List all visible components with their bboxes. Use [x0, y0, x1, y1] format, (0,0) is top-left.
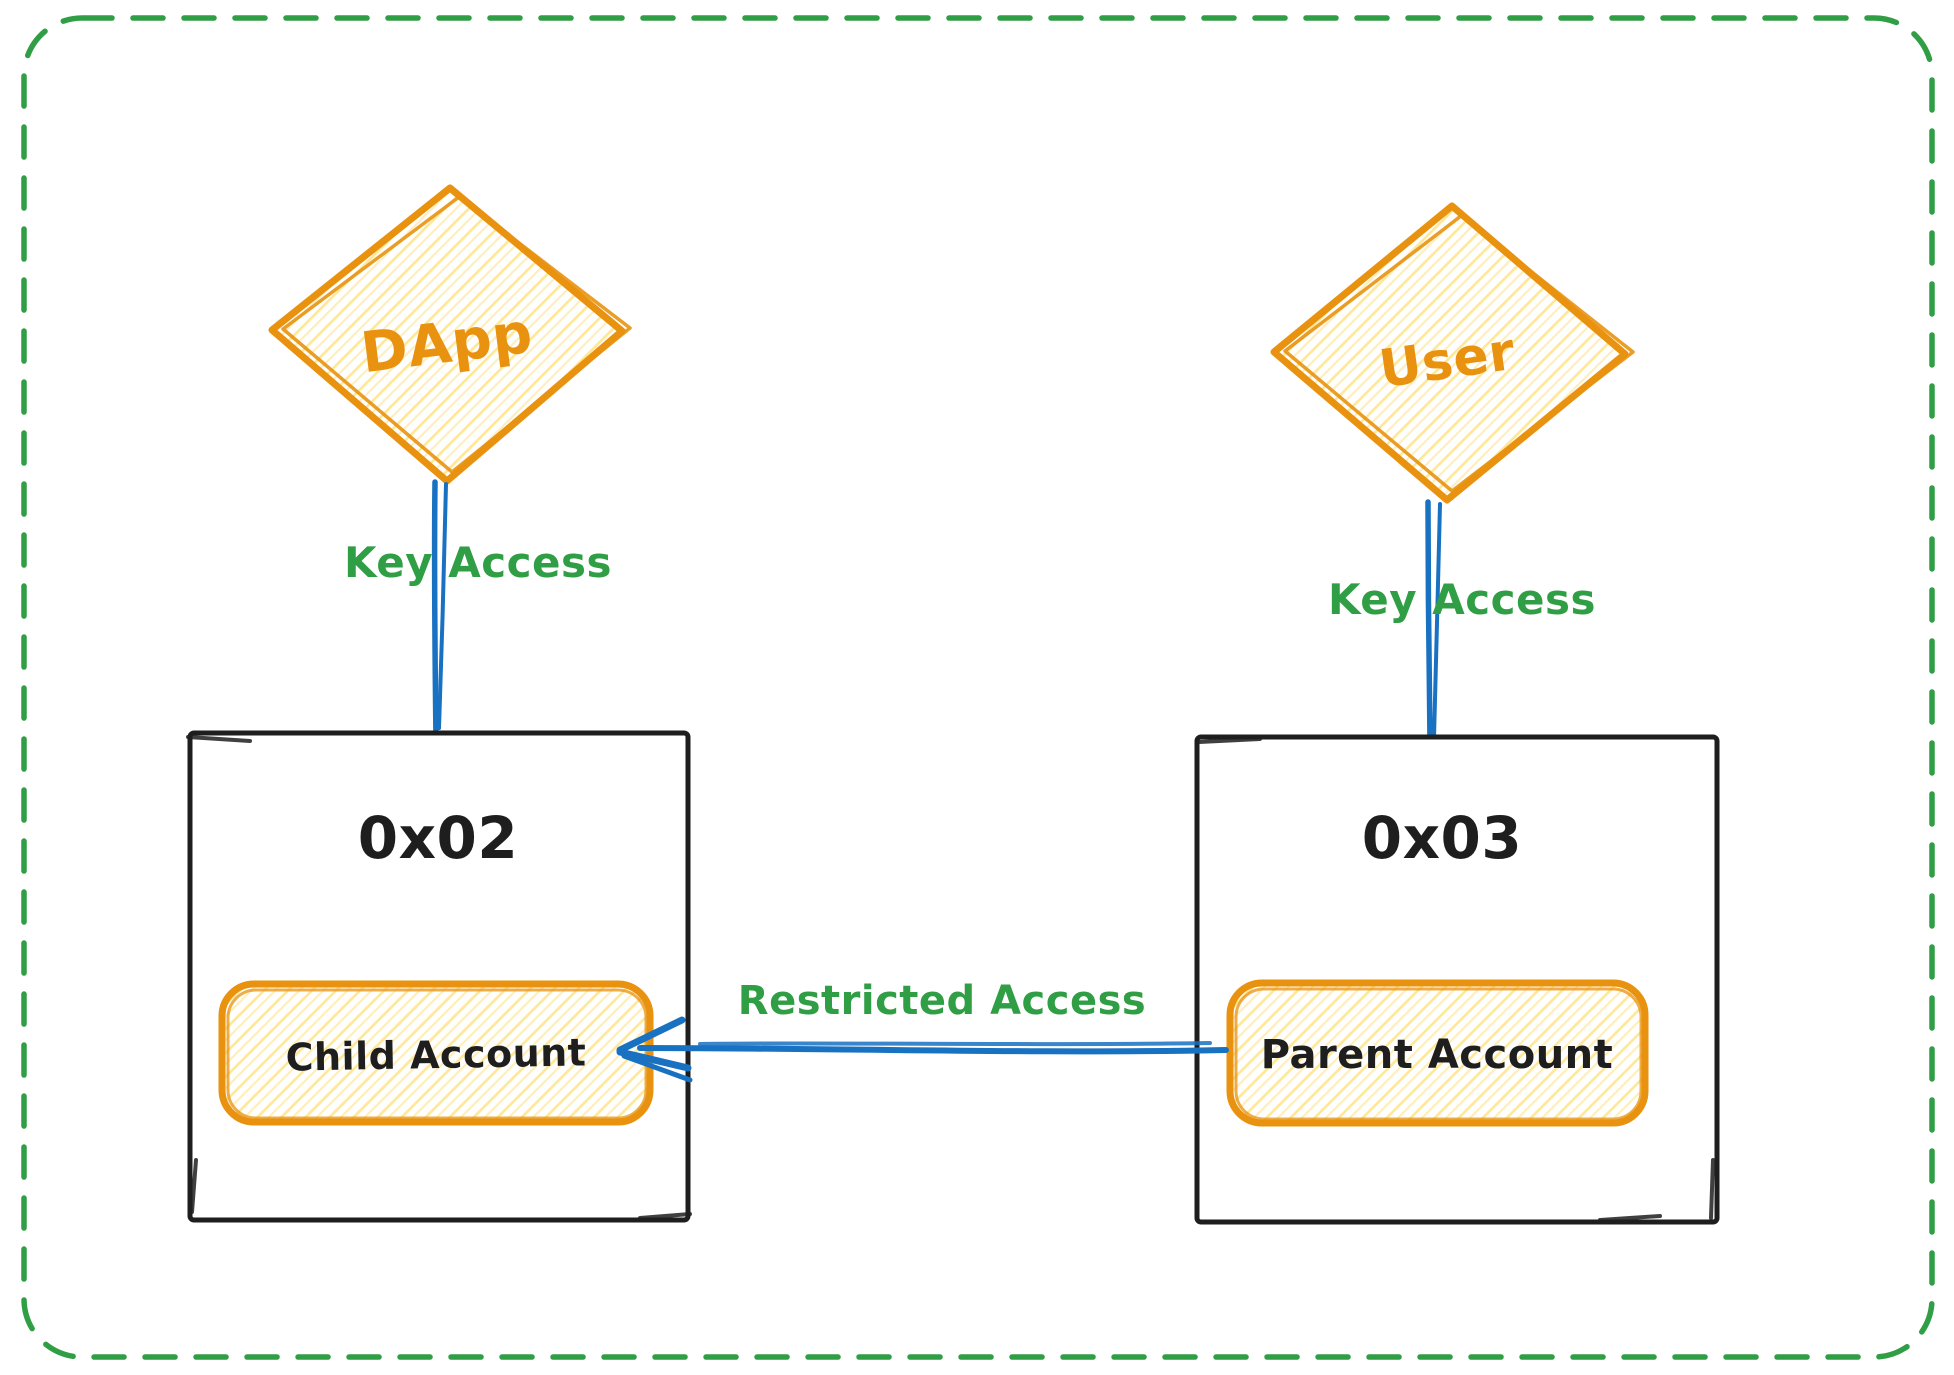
wallet-0x02-sketch-2	[190, 1158, 198, 1214]
user-diamond: User	[1270, 202, 1635, 504]
dapp-diamond-sketch-echo	[281, 195, 632, 474]
parent-account-label: Parent Account	[1261, 1032, 1614, 1078]
key-access-left-label: Key Access	[344, 538, 612, 587]
wallet-0x03-sketch-3	[1598, 1214, 1662, 1222]
wallet-0x03-address: 0x03	[1362, 804, 1522, 872]
child-account-sketch-echo	[226, 988, 648, 1120]
key-access-right-line-2	[1432, 502, 1442, 740]
child-account-rect	[218, 980, 654, 1126]
wallet-0x03-sketch-1	[1197, 737, 1262, 744]
restricted-access-arrowhead-lower	[616, 1048, 692, 1072]
user-diamond-sketch-echo	[1283, 214, 1635, 493]
restricted-access-line	[637, 1045, 1229, 1055]
child-account-label: Child Account	[285, 1030, 586, 1079]
parent-account-box: Parent Account	[1226, 979, 1649, 1127]
wallet-0x02-address: 0x02	[358, 804, 518, 872]
wallet-0x02-sketch-3	[638, 1212, 692, 1220]
restricted-access-line-echo	[698, 1041, 1212, 1047]
key-access-left-line-1	[431, 479, 439, 743]
restricted-access-arrowhead-upper	[616, 1016, 686, 1054]
key-access-edge-left: Key Access	[344, 479, 612, 743]
dapp-diamond-shape	[268, 184, 626, 485]
wallet-box-0x03: 0x03 Parent Account	[1194, 734, 1720, 1225]
wallet-0x02-sketch-1	[186, 735, 252, 743]
parent-account-rect	[1226, 979, 1649, 1127]
child-account-box: Child Account	[218, 980, 654, 1126]
restricted-access-arrow: Restricted Access	[616, 978, 1229, 1083]
key-access-right-label: Key Access	[1328, 575, 1596, 624]
restricted-access-arrowhead-extra	[621, 1053, 693, 1083]
dashed-frame-border	[21, 15, 1935, 1360]
key-access-left-line-2	[437, 482, 448, 730]
key-access-edge-right: Key Access	[1328, 499, 1596, 745]
user-diamond-shape	[1270, 202, 1629, 504]
parent-account-sketch-echo	[1234, 987, 1643, 1121]
wallet-box-0x02: 0x02 Child Account	[186, 730, 692, 1223]
dapp-diamond: DApp	[268, 184, 632, 485]
restricted-access-label: Restricted Access	[738, 978, 1146, 1024]
key-access-right-line-1	[1425, 499, 1433, 745]
wallet-0x03-sketch-2	[1709, 1158, 1715, 1220]
